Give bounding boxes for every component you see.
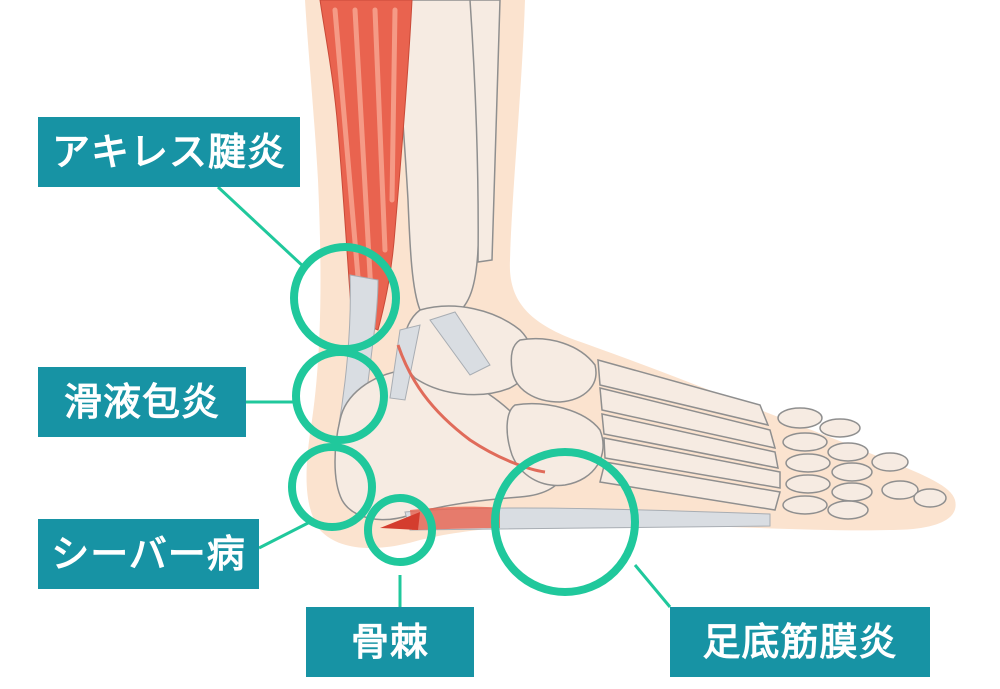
connector-lines bbox=[216, 185, 672, 608]
fibula-bone bbox=[469, 0, 501, 263]
navicular-bone bbox=[510, 338, 597, 403]
metatarsal-bones bbox=[597, 358, 781, 511]
marker-circles bbox=[288, 243, 639, 596]
marker-sever bbox=[288, 443, 376, 531]
label-bone-spur: 骨棘 bbox=[306, 607, 474, 677]
label-plantar-fasciitis: 足底筋膜炎 bbox=[670, 607, 930, 677]
marker-plantar bbox=[491, 448, 639, 596]
muscle-striations bbox=[332, 7, 398, 313]
bone-spur bbox=[380, 512, 420, 530]
label-bursitis: 滑液包炎 bbox=[38, 367, 246, 437]
marker-spur bbox=[364, 494, 436, 566]
label-achilles-tendinitis: アキレス腱炎 bbox=[38, 117, 300, 187]
toe-bones bbox=[777, 407, 947, 520]
label-sever-disease: シーバー病 bbox=[38, 519, 259, 589]
marker-bursitis bbox=[292, 348, 388, 444]
